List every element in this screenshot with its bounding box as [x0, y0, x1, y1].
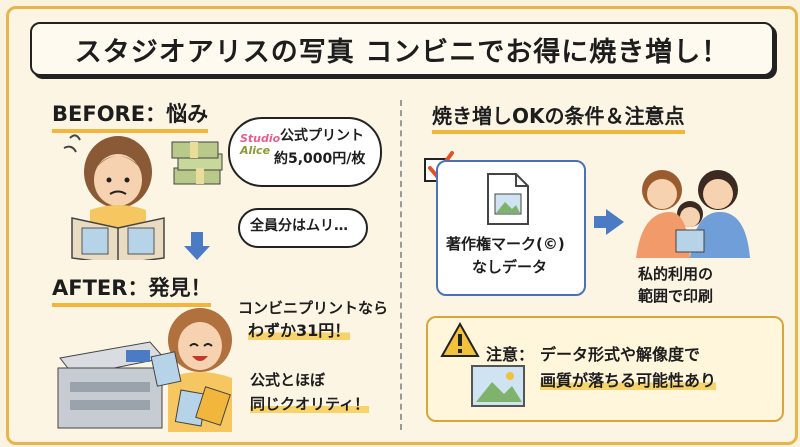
after-heading: AFTER：発見！ — [52, 272, 212, 307]
after-line3: 公式とほぼ — [250, 371, 326, 389]
caution-line2: 画質が落ちる可能性あり — [540, 370, 717, 391]
logo-line1: Studio — [240, 132, 281, 145]
price-line1: 公式プリント — [280, 128, 364, 144]
family-illustration — [636, 170, 750, 258]
price-thought-bubble — [228, 117, 382, 187]
studio-alice-logo: Studio Alice — [240, 132, 281, 157]
caution-label: 注意： — [486, 345, 535, 364]
caution-line2-text: 画質が落ちる可能性あり — [540, 371, 717, 390]
page-title: スタジオアリスの写真 コンビニでお得に焼き増し！ — [30, 22, 774, 76]
section-divider — [400, 100, 402, 430]
image-file-icon — [487, 173, 529, 225]
family-label-line2: 範囲で印刷 — [638, 287, 714, 305]
file-label-line2: なしデータ — [472, 258, 548, 276]
before-heading: BEFORE：悩み — [52, 98, 209, 133]
file-label-line1: 著作権マーク(©) — [446, 235, 565, 253]
worried-mother-illustration — [63, 134, 165, 260]
family-label-line1: 私的利用の — [638, 265, 714, 283]
worry-text: 全員分はムリ… — [250, 218, 348, 234]
after-line4: 同じクオリティ！ — [250, 394, 370, 415]
right-arrow-stem — [594, 216, 606, 228]
down-arrow-icon — [184, 232, 210, 260]
money-stack-icon — [171, 141, 223, 185]
price-line2: 約5,000円/枚 — [274, 151, 366, 167]
after-line2-text: わずか31円！ — [248, 321, 351, 340]
warning-icon — [440, 322, 480, 357]
worry-thought-bubble — [238, 208, 368, 248]
after-line1: コンビニプリントなら — [238, 299, 389, 317]
logo-line2: Alice — [240, 144, 271, 157]
happy-mother-illustration — [150, 308, 232, 432]
copier-printer-illustration — [57, 341, 165, 429]
conditions-heading: 焼き増しOKの条件＆注意点 — [432, 100, 685, 134]
caution-line1: データ形式や解像度で — [540, 345, 701, 364]
after-line2: わずか31円！ — [248, 320, 351, 341]
conditions-heading-text: 焼き増しOKの条件＆注意点 — [432, 100, 685, 134]
after-heading-text: AFTER：発見！ — [52, 272, 212, 307]
right-arrow-icon — [606, 209, 624, 235]
photo-icon — [471, 365, 525, 407]
before-heading-text: BEFORE：悩み — [52, 98, 209, 133]
after-line4-text: 同じクオリティ！ — [250, 395, 370, 413]
